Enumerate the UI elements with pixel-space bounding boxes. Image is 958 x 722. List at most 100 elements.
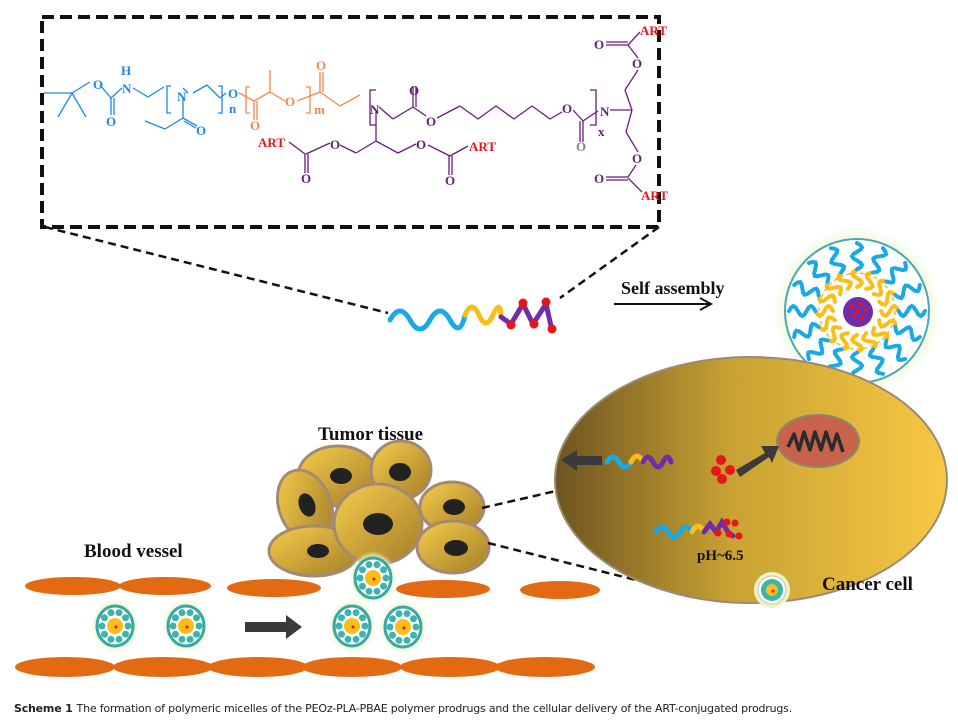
art-label: ART [640,23,667,38]
atom-h: H [121,63,131,78]
circulating-micelles [91,551,427,654]
blood-vessel-label: Blood vessel [84,541,183,562]
small-micelle [91,599,139,653]
tumor-cells [267,439,491,578]
micelle-peoz-arm [787,303,818,319]
micelle-peoz-arm [867,347,886,376]
peoz-chain [387,308,468,332]
atom-o: O [416,137,426,152]
repeat-m: m [314,102,325,117]
art-dot [529,319,539,329]
micelle-pla-arm [839,331,850,352]
micelle-peoz-arm [792,279,821,298]
mitochondrion [776,414,860,468]
atom-o: O [576,139,586,154]
micelle-pla-arm [864,270,875,291]
peoz-segment [44,81,227,130]
atom-o: O [301,171,311,186]
structure-zoom-box [40,15,661,229]
transport-arrow [245,615,302,639]
art-dot [541,297,551,307]
micelle-pla-arm [870,325,890,343]
atom-o: O [330,137,340,152]
cancer-cell: pH~6.5 [554,356,948,604]
caption-prefix: Scheme 1 [14,702,73,715]
art-dot [506,320,516,330]
micelle-peoz-arm [893,282,922,301]
atom-n: N [600,104,610,119]
micelle-peoz-arm [849,241,865,272]
atom-o: O [409,83,419,98]
atom-o: O [426,114,436,129]
released-art [711,455,735,484]
atom-o: O [445,173,455,188]
self-assembly-label: Self assembly [621,278,725,298]
zoom-guide-line [481,489,557,510]
micelle-pla-arm [824,279,844,297]
micelle-pla-arm [825,324,843,344]
repeat-x: x [598,124,605,139]
atom-o: O [562,101,572,116]
micelle-pla-arm [849,267,865,289]
exit-arrow [561,450,602,471]
small-micelle [162,599,210,653]
micelle-peoz-arm [883,338,908,363]
atom-o: O [285,94,295,109]
atom-o: O [632,151,642,166]
drug-to-mitochondria-arrow [736,446,779,477]
structure-atom-labels: O H N O N O O n O O m O N O O O O x N O … [93,23,668,203]
atom-n: N [177,89,187,104]
pbae-segment [288,31,643,193]
micelle-pla-arm [849,333,865,355]
zoom-guide-line [487,541,641,583]
atom-o: O [594,171,604,186]
atom-o: O [250,118,260,133]
micelle-pla-arm [835,270,853,291]
micelle-pla-arm [877,318,898,329]
art-label: ART [641,188,668,203]
micelle-peoz-arm [884,260,909,285]
endocytosed-micelle [754,572,790,608]
blood-vessel-wall-bottom [15,657,595,677]
pla-chain [462,304,504,326]
tumor-cell [332,482,424,566]
micelle-peoz-arm [792,321,821,340]
self-assembly-arrow [614,297,714,311]
pla-segment [238,70,361,120]
small-micelle [379,600,427,654]
ph-label: pH~6.5 [697,548,744,564]
small-micelle [349,551,397,605]
blood-vessel-wall-top [25,577,600,599]
micelle-pla-arm [877,289,898,307]
micelle-peoz-arm [828,246,847,275]
micelle-pla-arm [816,293,837,304]
chemical-structure: O H N O N O O n O O m O N O O O O x N O … [44,23,668,203]
repeat-n: n [229,101,237,116]
art-dot [547,324,557,334]
atom-n: N [370,102,380,117]
small-micelle [328,599,376,653]
art-dot [518,298,528,308]
micelle-peoz-arm [805,337,830,362]
atom-o: O [93,77,103,92]
tumor-cell [275,468,335,544]
tumor-cell [415,519,491,575]
micelle-pla-arm [813,303,835,319]
art-label: ART [258,135,285,150]
atom-o: O [316,58,326,73]
atom-n: N [122,81,132,96]
micelle-pla-arm [871,278,889,298]
micelle-peoz-arm [806,259,831,284]
caption-text: The formation of polymeric micelles of t… [76,702,793,715]
micelle-pla-arm [861,331,879,352]
atom-o: O [228,86,238,101]
atom-o: O [106,114,116,129]
micelle-peoz-arm [896,303,927,319]
zoom-guide-line [44,225,389,315]
micelle-peoz-arm [870,246,889,275]
art-label: ART [469,139,496,154]
micelle-pla-arm [816,315,837,333]
atom-o: O [594,37,604,52]
